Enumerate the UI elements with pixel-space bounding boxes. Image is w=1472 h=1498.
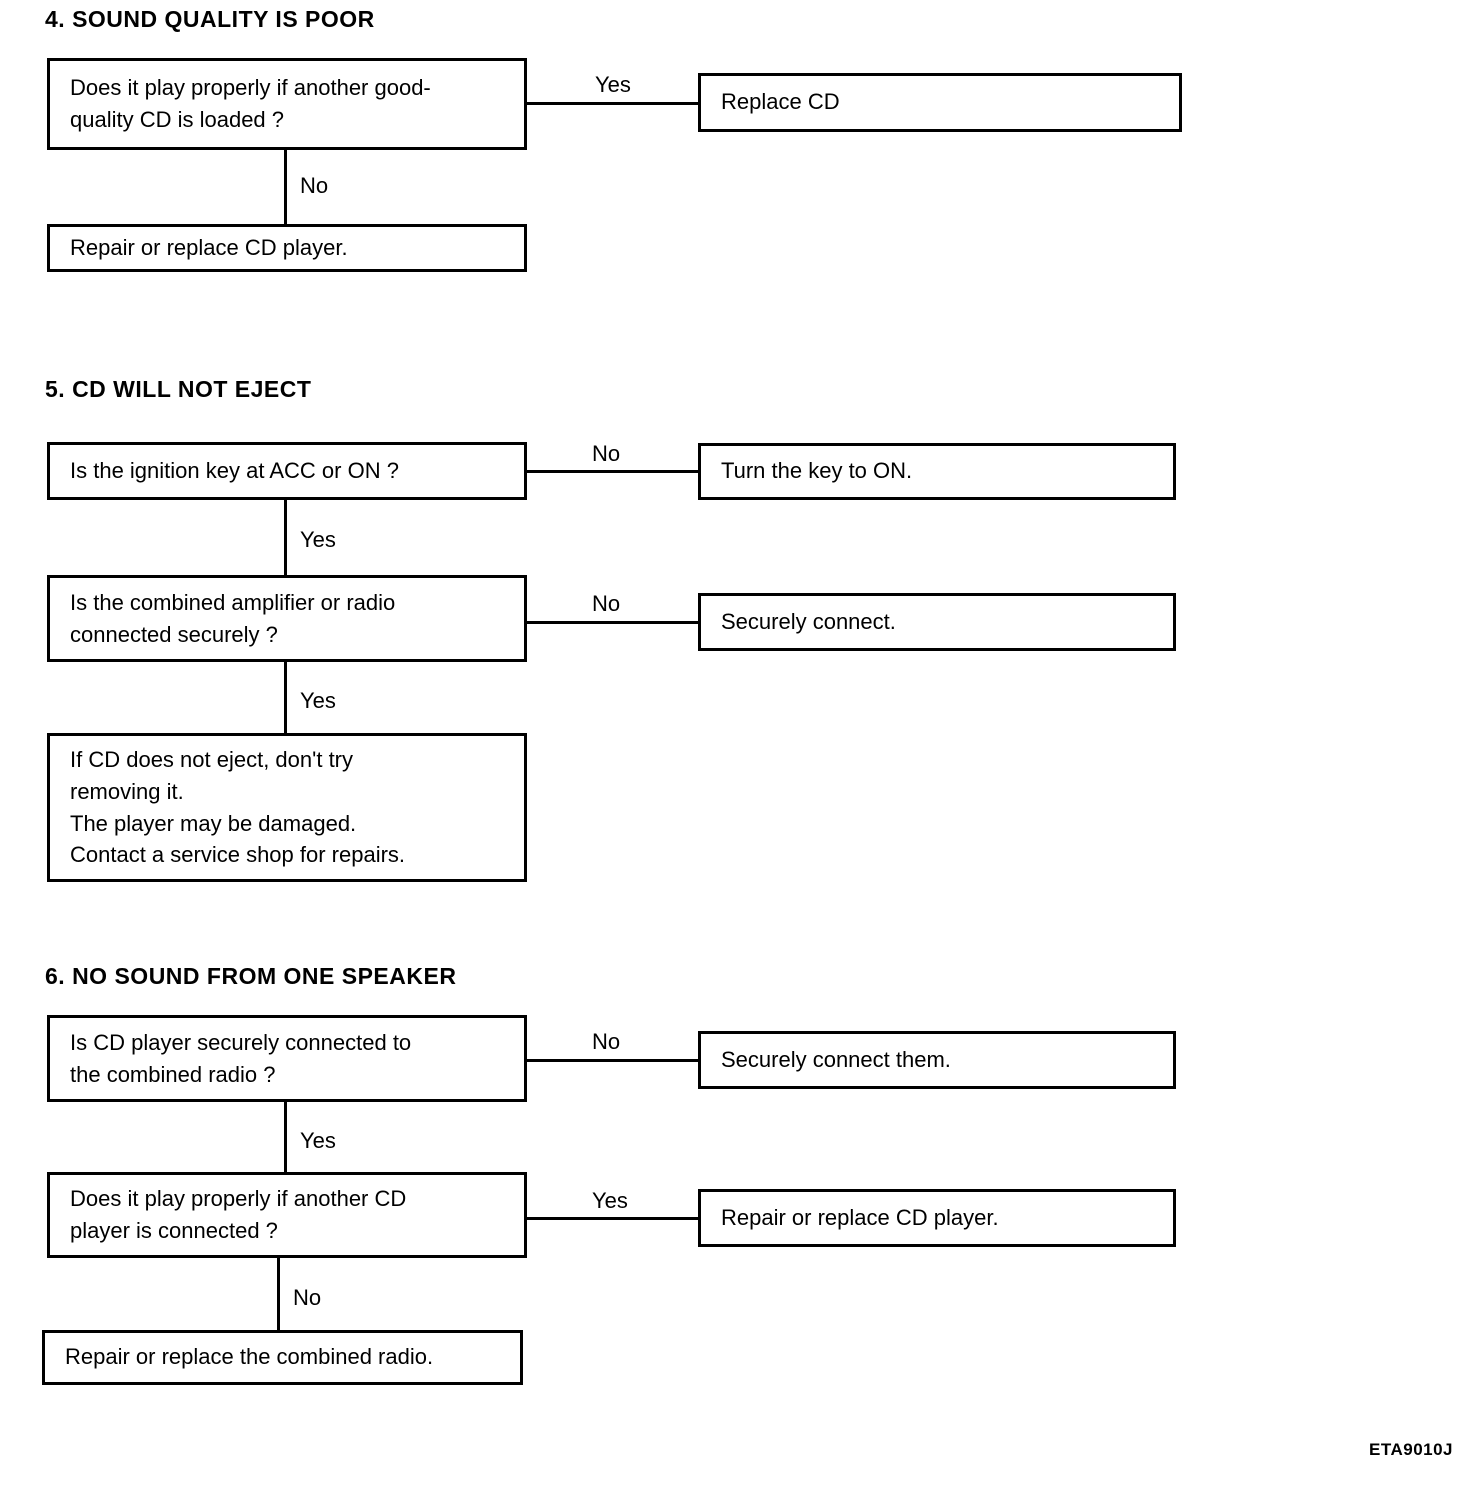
connector-4-q1-no (284, 149, 287, 225)
node-text: Is the combined amplifier or radio conne… (70, 589, 396, 647)
node-text: Turn the key to ON. (721, 458, 913, 484)
connector-4-q1-yes (527, 102, 698, 105)
node-eject-final-note: If CD does not eject, don't try removing… (47, 733, 527, 882)
section-heading-4: 4. SOUND QUALITY IS POOR (45, 6, 375, 32)
node-text: Does it play properly if another CD play… (70, 1186, 407, 1243)
node-text: Securely connect them. (721, 1046, 951, 1072)
edge-label-5-yes-1: Yes (300, 527, 336, 552)
connector-6-q2-yes (527, 1217, 698, 1220)
connector-6-q1-yes (284, 1101, 287, 1173)
edge-label-5-no-1: No (592, 441, 621, 466)
node-text: Securely connect. (721, 608, 896, 634)
connector-5-q2-yes (284, 661, 287, 734)
edge-label-4-no: No (300, 173, 329, 198)
node-speaker-question-2: Does it play properly if another CD play… (47, 1172, 527, 1258)
node-securely-connect: Securely connect. (698, 593, 1176, 651)
section-heading-5: 5. CD WILL NOT EJECT (45, 376, 312, 402)
node-sound-quality-question-1: Does it play properly if another good- q… (47, 58, 527, 150)
node-text: Is the ignition key at ACC or ON ? (70, 457, 399, 483)
edge-label-6-no-1: No (592, 1029, 621, 1054)
node-turn-key-to-on: Turn the key to ON. (698, 443, 1176, 500)
node-securely-connect-them: Securely connect them. (698, 1031, 1176, 1089)
node-text: Does it play properly if another good- q… (70, 75, 431, 132)
node-text: If CD does not eject, don't try removing… (70, 746, 406, 868)
connector-5-q1-no (527, 470, 698, 473)
node-eject-question-1: Is the ignition key at ACC or ON ? (47, 442, 527, 500)
connector-6-q2-no (277, 1257, 280, 1330)
node-speaker-question-1: Is CD player securely connected to the c… (47, 1015, 527, 1102)
node-replace-cd: Replace CD (698, 73, 1182, 132)
connector-5-q2-no (527, 621, 698, 624)
edge-label-4-yes: Yes (595, 72, 631, 97)
connector-6-q1-no (527, 1059, 698, 1062)
node-text: Repair or replace CD player. (70, 234, 348, 260)
node-text: Is CD player securely connected to the c… (70, 1029, 412, 1087)
node-text: Repair or replace CD player. (721, 1204, 999, 1230)
document-code: ETA9010J (1369, 1440, 1454, 1459)
edge-label-5-no-2: No (592, 591, 621, 616)
node-repair-replace-cd-player-4: Repair or replace CD player. (47, 224, 527, 272)
node-text: Replace CD (721, 89, 840, 115)
edge-label-6-yes-1: Yes (300, 1128, 336, 1153)
edge-label-6-no-2: No (293, 1285, 322, 1310)
node-repair-replace-cd-player-6: Repair or replace CD player. (698, 1189, 1176, 1247)
node-repair-replace-combined-radio: Repair or replace the combined radio. (42, 1330, 523, 1385)
node-eject-question-2: Is the combined amplifier or radio conne… (47, 575, 527, 662)
connector-5-q1-yes (284, 499, 287, 576)
edge-label-5-yes-2: Yes (300, 688, 336, 713)
edge-label-6-yes-2: Yes (592, 1188, 628, 1213)
node-text: Repair or replace the combined radio. (65, 1344, 434, 1370)
section-heading-6: 6. NO SOUND FROM ONE SPEAKER (45, 963, 457, 989)
